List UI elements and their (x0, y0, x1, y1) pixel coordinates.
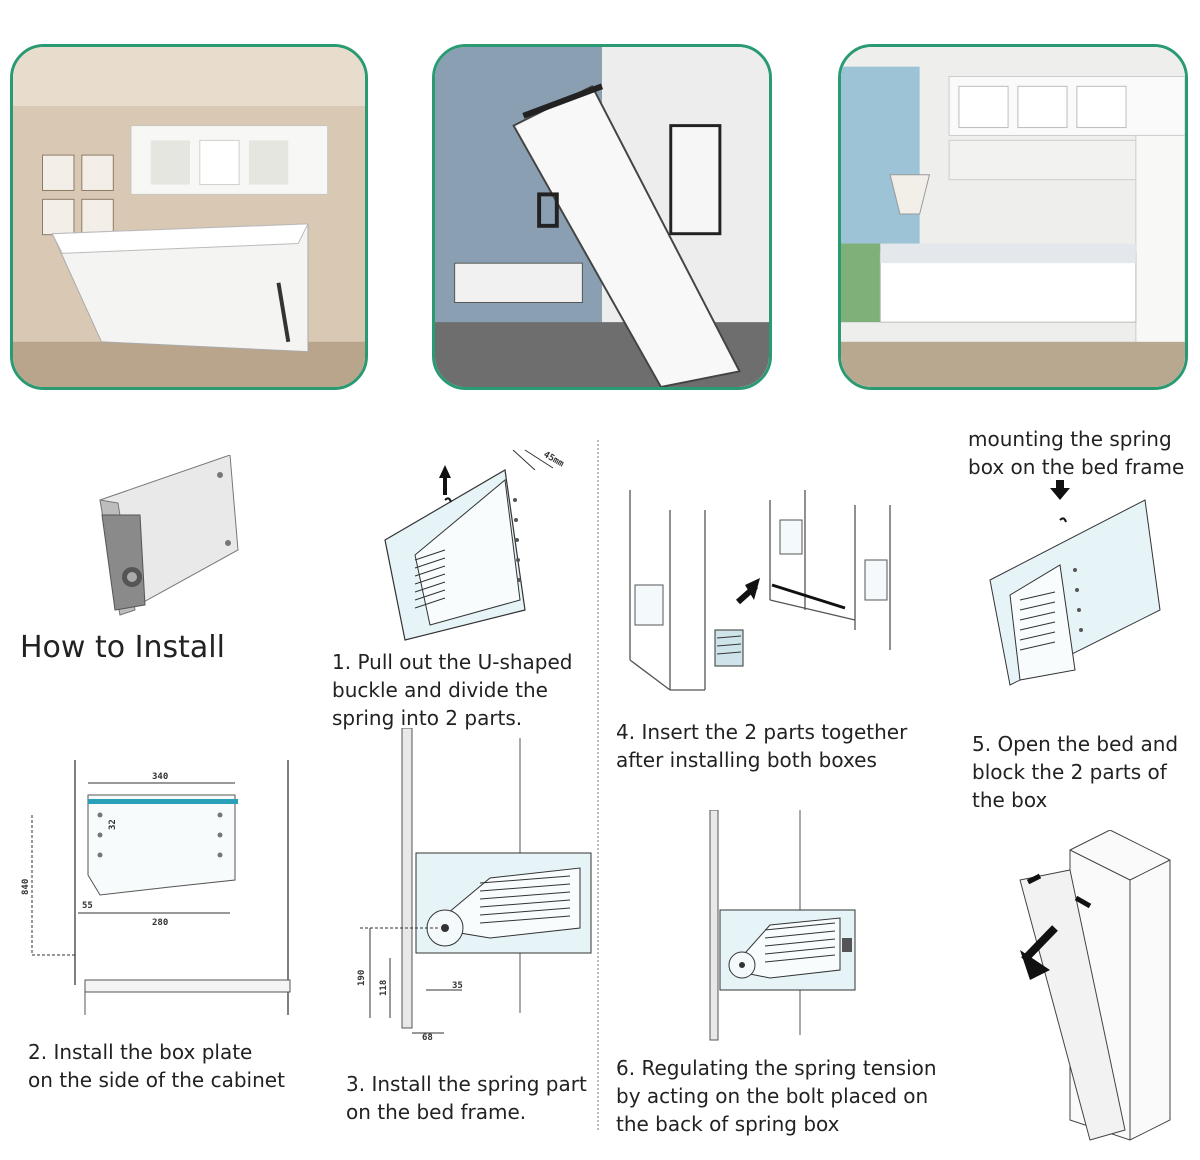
step6-caption: 6. Regulating the spring tension by acti… (616, 1056, 937, 1136)
photo-bed-open (838, 44, 1188, 390)
dim-55: 55 (82, 901, 93, 911)
spring-box-product (90, 454, 250, 625)
dim-280: 280 (152, 918, 168, 928)
dim-68: 68 (422, 1033, 433, 1043)
step1-diagram: 45mm (375, 440, 595, 650)
photo-bed-folding (432, 44, 772, 390)
step6-diagram (700, 809, 870, 1050)
dim-340: 340 (152, 772, 168, 782)
dim-32: 32 (108, 819, 118, 830)
step3-diagram: 190 118 35 68 (340, 727, 600, 1048)
step2-caption: 2. Install the box plate on the side of … (28, 1040, 285, 1092)
dim-190: 190 (357, 970, 367, 986)
dim-35: 35 (452, 981, 463, 991)
step2-diagram: 340 32 840 55 280 (20, 755, 300, 1025)
step4-diagram (620, 490, 900, 710)
dim-45mm: 45mm (542, 450, 566, 470)
step1-caption: 1. Pull out the U-shaped buckle and divi… (332, 650, 573, 730)
dim-840: 840 (21, 879, 31, 895)
step4-caption: 4. Insert the 2 parts together after ins… (616, 720, 908, 772)
column-divider (597, 440, 599, 1130)
step5-diagram (980, 480, 1170, 710)
photo-bed-horizontal (10, 44, 368, 390)
step5-caption: 5. Open the bed and block the 2 parts of… (972, 732, 1179, 812)
dim-118: 118 (379, 980, 389, 996)
step3-caption: 3. Install the spring part on the bed fr… (346, 1072, 587, 1124)
page-title: How to Install (20, 630, 225, 665)
cabinet-diagram (1010, 829, 1190, 1150)
mounting-caption: mounting the spring box on the bed frame (968, 427, 1185, 479)
